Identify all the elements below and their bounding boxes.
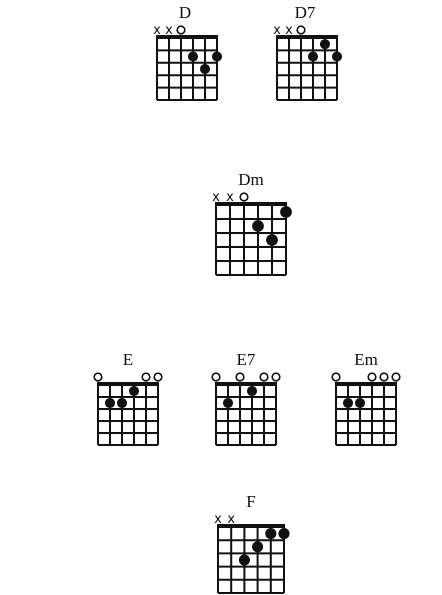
open-string-marker bbox=[176, 25, 186, 35]
open-string-marker bbox=[93, 372, 103, 382]
nut bbox=[335, 382, 397, 386]
muted-string-marker: x bbox=[285, 23, 293, 38]
open-string-marker bbox=[153, 372, 163, 382]
open-string-marker bbox=[391, 372, 401, 382]
chord-diagram-em: Em bbox=[331, 350, 401, 446]
chord-name-e: E bbox=[123, 350, 133, 369]
chord-name-dm: Dm bbox=[238, 170, 264, 189]
chord-name-em: Em bbox=[354, 350, 378, 369]
finger-dot bbox=[128, 385, 140, 397]
finger-dot bbox=[265, 528, 277, 540]
nut bbox=[215, 382, 277, 386]
chord-name-d: D bbox=[179, 3, 191, 22]
chord-diagram-e: E bbox=[93, 350, 163, 446]
finger-dot bbox=[222, 397, 234, 409]
open-string-marker bbox=[211, 372, 221, 382]
finger-dot bbox=[246, 385, 258, 397]
nut bbox=[276, 35, 338, 39]
open-string-marker bbox=[235, 372, 245, 382]
finger-dot bbox=[278, 528, 290, 540]
muted-string-marker: x bbox=[226, 190, 234, 205]
finger-dot bbox=[280, 206, 292, 218]
chord-name-d7: D7 bbox=[295, 3, 316, 22]
finger-dot bbox=[116, 397, 128, 409]
finger-dot bbox=[266, 234, 278, 246]
open-string-marker bbox=[331, 372, 341, 382]
open-string-marker bbox=[271, 372, 281, 382]
finger-dot bbox=[187, 51, 199, 62]
open-string-marker bbox=[296, 25, 306, 35]
finger-dot bbox=[319, 39, 331, 50]
finger-dot bbox=[307, 51, 319, 62]
chord-name-e7: E7 bbox=[237, 350, 256, 369]
muted-string-marker: x bbox=[212, 190, 220, 205]
open-string-marker bbox=[367, 372, 377, 382]
muted-string-marker: x bbox=[165, 23, 173, 38]
finger-dot bbox=[211, 51, 223, 62]
muted-string-marker: x bbox=[227, 512, 235, 527]
muted-string-marker: x bbox=[214, 512, 222, 527]
nut bbox=[215, 202, 287, 206]
chord-name-f: F bbox=[246, 492, 255, 511]
finger-dot bbox=[199, 63, 211, 75]
chord-diagram-e7: E7 bbox=[211, 350, 281, 446]
open-string-marker bbox=[141, 372, 151, 382]
open-string-marker bbox=[259, 372, 269, 382]
muted-string-marker: x bbox=[273, 23, 281, 38]
finger-dot bbox=[104, 397, 116, 409]
finger-dot bbox=[354, 397, 366, 409]
finger-dot bbox=[342, 397, 354, 409]
finger-dot bbox=[238, 554, 250, 566]
nut bbox=[97, 382, 159, 386]
open-string-marker bbox=[239, 192, 249, 202]
finger-dot bbox=[252, 220, 264, 232]
muted-string-marker: x bbox=[153, 23, 161, 38]
nut bbox=[156, 35, 218, 39]
finger-dot bbox=[331, 51, 343, 62]
finger-dot bbox=[252, 541, 264, 553]
nut bbox=[217, 524, 285, 528]
open-string-marker bbox=[379, 372, 389, 382]
